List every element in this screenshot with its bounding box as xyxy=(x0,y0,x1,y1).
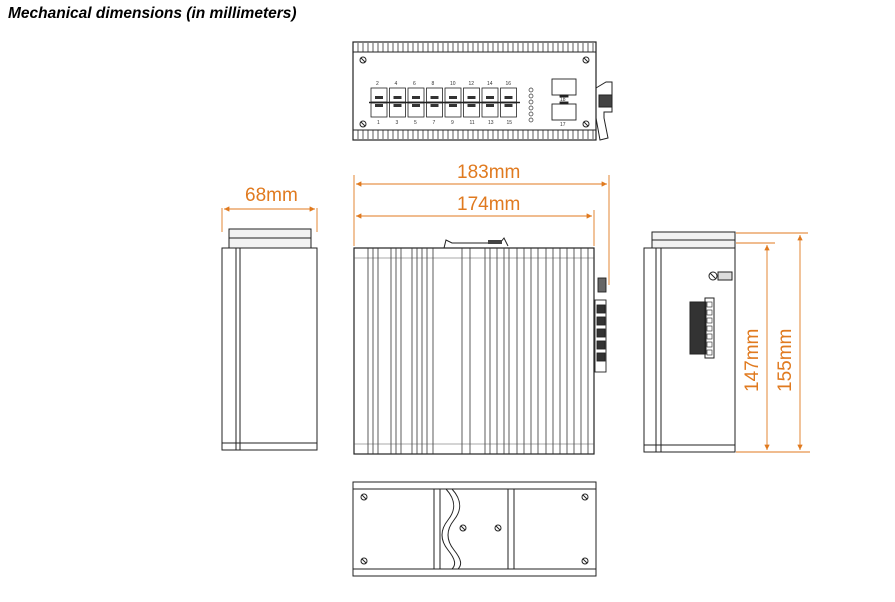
port-label: 10 xyxy=(450,81,456,87)
port-label: 11 xyxy=(470,120,475,126)
dim-height-outer-label: 155mm xyxy=(775,329,796,392)
dimension-lines xyxy=(221,175,810,453)
sfp-label-17: 17 xyxy=(560,122,566,128)
port-label: 15 xyxy=(507,120,513,126)
terminal-block xyxy=(594,277,607,373)
sfp-label-18: 18 xyxy=(560,97,566,103)
port-label: 16 xyxy=(506,81,512,87)
port-label: 3 xyxy=(396,120,399,126)
rj45-port-block xyxy=(369,87,520,118)
port-label: 6 xyxy=(413,81,416,87)
port-label: 7 xyxy=(433,120,436,126)
sfp-port-block xyxy=(551,78,577,121)
rear-view xyxy=(352,481,597,577)
screw-icon xyxy=(359,56,590,128)
port-label: 12 xyxy=(469,81,475,87)
led-column xyxy=(528,87,534,123)
page-title: Mechanical dimensions (in millimeters) xyxy=(8,5,297,22)
port-label: 2 xyxy=(376,81,379,87)
main-body-view xyxy=(353,237,607,455)
port-label: 1 xyxy=(377,120,380,126)
dim-height-inner-label: 147mm xyxy=(742,329,763,392)
side-view-left xyxy=(221,228,318,451)
port-label: 5 xyxy=(414,120,417,126)
dim-width-inner-label: 174mm xyxy=(457,194,520,215)
port-label: 14 xyxy=(487,81,493,87)
side-view-right xyxy=(643,231,736,453)
port-label: 4 xyxy=(395,81,398,87)
din-clip xyxy=(595,81,613,141)
port-label: 13 xyxy=(488,120,494,126)
dim-depth-label: 68mm xyxy=(245,185,298,206)
port-label: 8 xyxy=(432,81,435,87)
port-label: 9 xyxy=(451,120,454,126)
dim-width-outer-label: 183mm xyxy=(457,162,520,183)
